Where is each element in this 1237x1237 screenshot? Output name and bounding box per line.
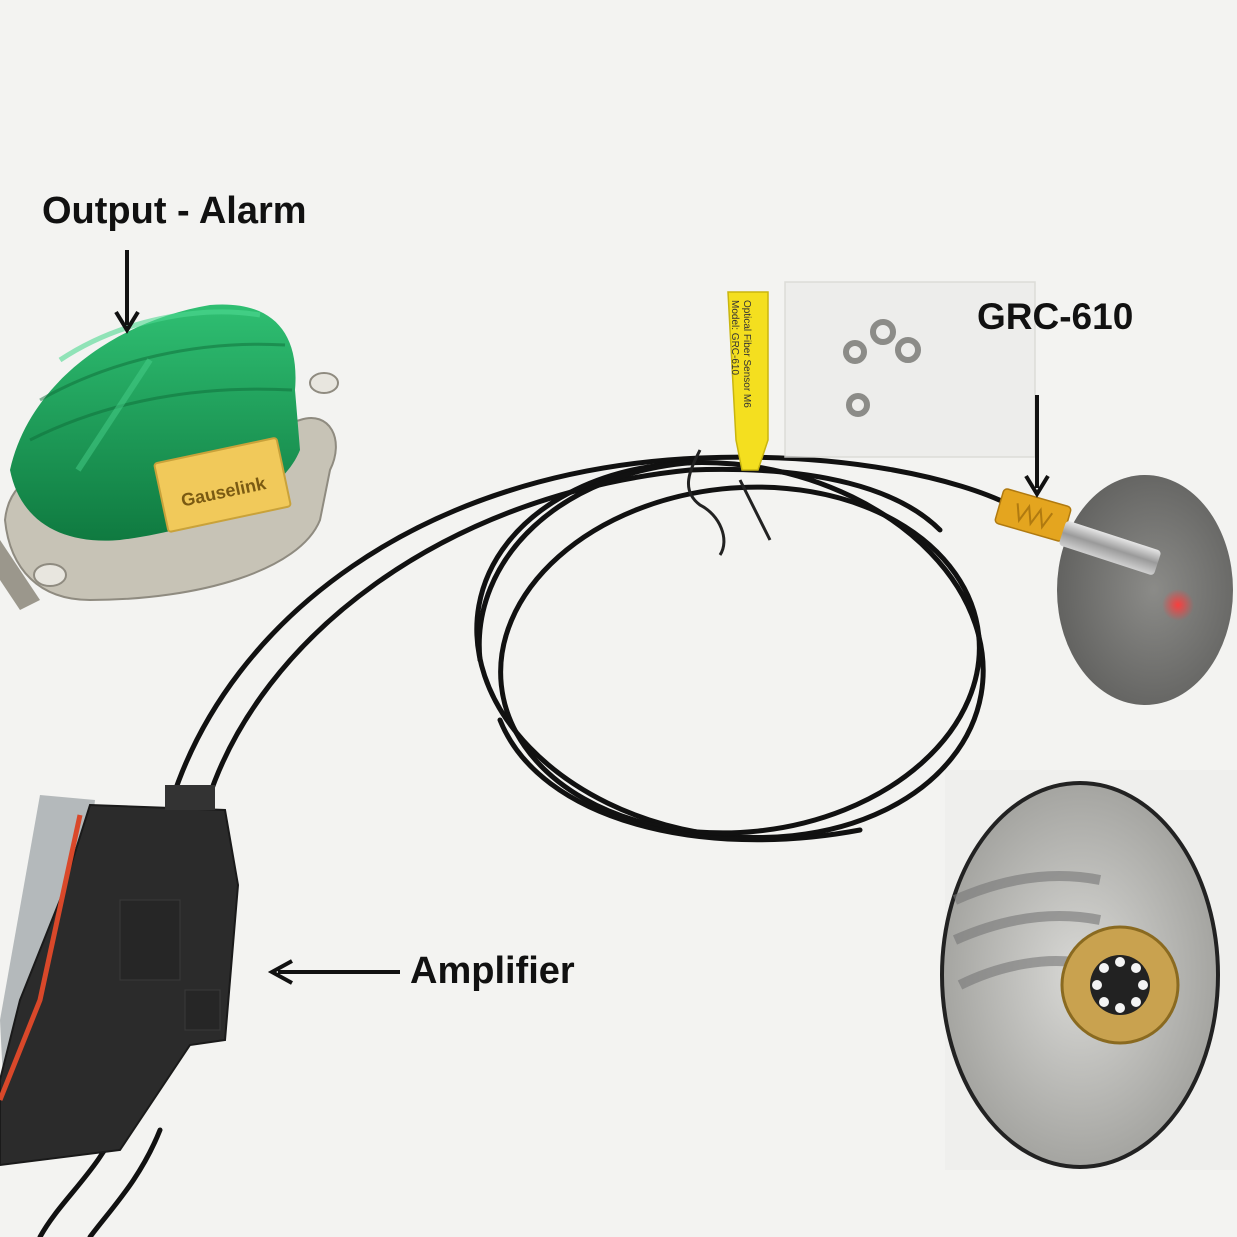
label-output-alarm: Output - Alarm bbox=[42, 190, 307, 232]
red-light-spot bbox=[1162, 589, 1194, 621]
probe-ferrule bbox=[1059, 521, 1161, 575]
amplifier-unit bbox=[0, 785, 240, 1167]
probe-closeup bbox=[994, 475, 1233, 705]
label-grc-610: GRC-610 bbox=[977, 296, 1134, 337]
cable-tag: Optical Fiber Sensor M6 Model: GRC-610 bbox=[727, 291, 769, 471]
tag-text-line2: Model: GRC-610 bbox=[729, 300, 740, 375]
fiber-end-closeup bbox=[940, 770, 1237, 1170]
amp-orange-stripe bbox=[0, 814, 83, 1101]
annotation-arrows bbox=[114, 250, 1050, 985]
alarm-beacon: Gauselink bbox=[0, 304, 339, 610]
hardware-bag bbox=[784, 281, 1036, 458]
twist-tie bbox=[686, 449, 772, 556]
probe-sleeve bbox=[994, 488, 1072, 542]
beacon-brand-plate bbox=[153, 437, 292, 533]
label-amplifier: Amplifier bbox=[410, 950, 575, 992]
tag-text-line1: Optical Fiber Sensor M6 bbox=[741, 300, 752, 408]
